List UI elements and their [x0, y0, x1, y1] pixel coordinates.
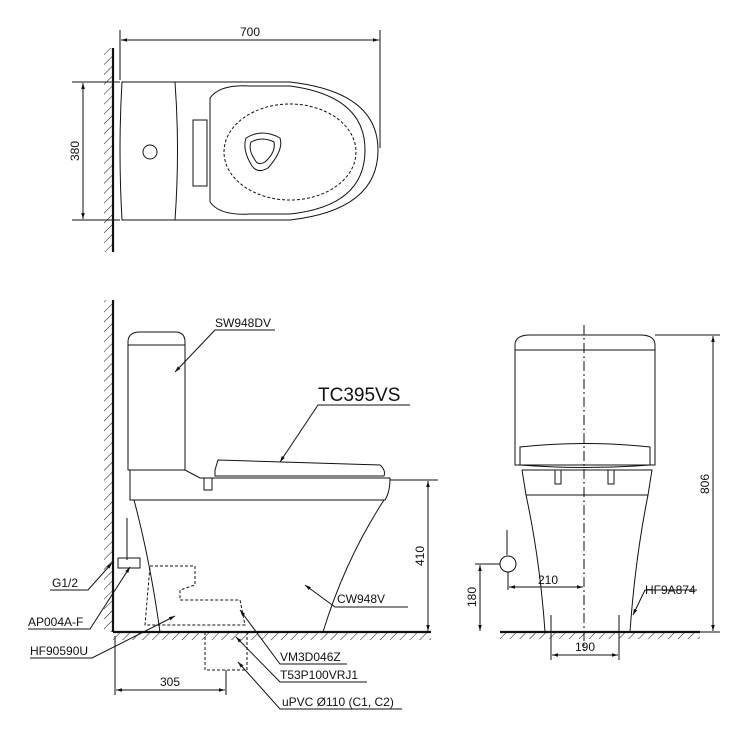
label-hf90590u: HF90590U: [30, 644, 88, 658]
top-view: 700 380: [68, 25, 381, 252]
label-cw948v: CW948V: [337, 592, 385, 606]
model-label: TC395VS: [318, 385, 400, 406]
label-ap004a-f: AP004A-F: [28, 615, 83, 629]
dim-410: 410: [413, 546, 427, 566]
label-g12: G1/2: [52, 576, 78, 590]
side-view: SW948DV TC395VS CW948V G1/2 AP004A-F HF9…: [28, 300, 438, 710]
dim-700: 700: [240, 25, 260, 39]
label-sw948dv: SW948DV: [215, 316, 271, 330]
dim-190: 190: [575, 640, 595, 654]
label-vm3d046z: VM3D046Z: [280, 650, 341, 664]
label-upvc: uPVC Ø110 (C1, C2): [282, 695, 394, 709]
front-view: HF9A874 806 210 180 190: [465, 325, 720, 660]
dim-806: 806: [698, 474, 712, 494]
dim-210: 210: [538, 573, 558, 587]
dim-180: 180: [465, 587, 479, 607]
label-t53p100vrj1: T53P100VRJ1: [280, 668, 358, 682]
dim-380: 380: [68, 141, 82, 161]
dim-305: 305: [160, 675, 180, 689]
label-hf9a874: HF9A874: [645, 583, 696, 597]
